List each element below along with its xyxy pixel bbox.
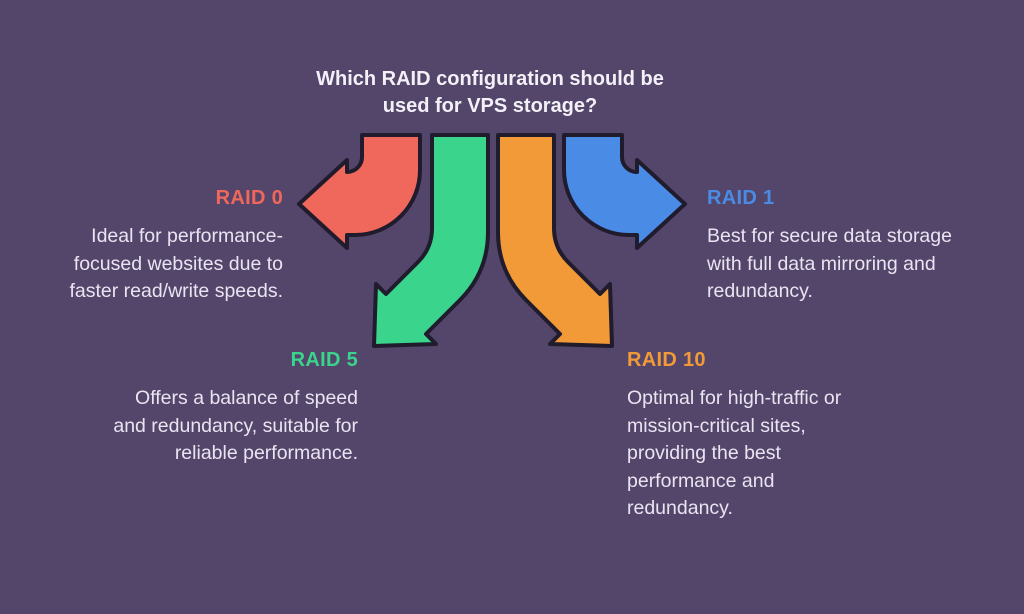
raid0-section: RAID 0 Ideal for performance- focused we… xyxy=(69,186,283,306)
raid1-arrow xyxy=(562,133,687,250)
raid0-arrow xyxy=(297,133,422,250)
raid0-label: RAID 0 xyxy=(215,187,283,209)
raid5-description: Offers a balance of speed and redundancy… xyxy=(113,387,358,464)
raid5-label: RAID 5 xyxy=(290,349,358,371)
raid1-description: Best for secure data storage with full d… xyxy=(707,225,952,302)
raid10-section: RAID 10 Optimal for high-traffic or miss… xyxy=(627,348,841,523)
raid5-arrow xyxy=(372,133,490,348)
raid10-label: RAID 10 xyxy=(627,349,706,371)
infographic-title: Which RAID configuration should be used … xyxy=(316,68,664,117)
raid10-description: Optimal for high-traffic or mission-crit… xyxy=(627,387,842,519)
raid0-description: Ideal for performance- focused websites … xyxy=(69,225,283,302)
raid10-arrow xyxy=(496,133,614,348)
raid5-section: RAID 5 Offers a balance of speed and red… xyxy=(113,348,358,468)
raid1-section: RAID 1 Best for secure data storage with… xyxy=(707,186,952,306)
raid1-label: RAID 1 xyxy=(707,187,775,209)
